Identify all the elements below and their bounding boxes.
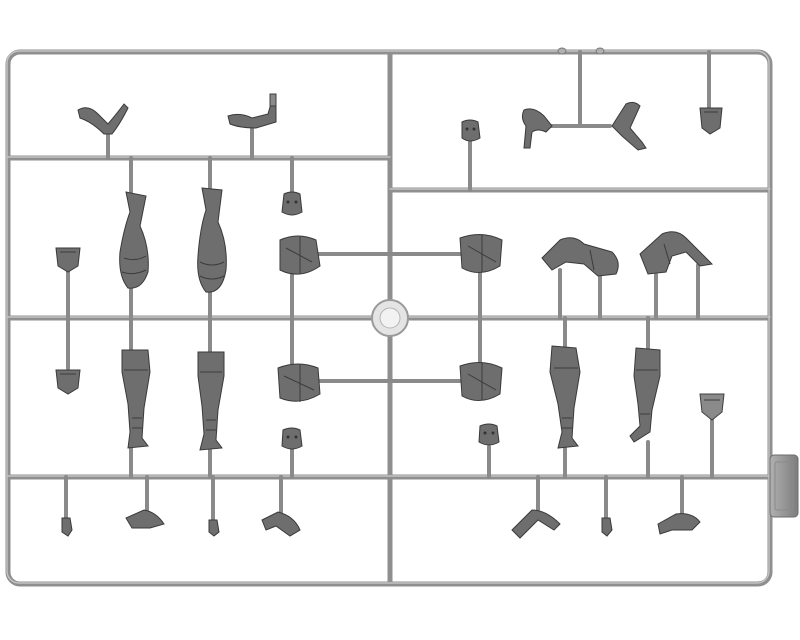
- seated-leg-part-1: [541, 237, 619, 277]
- upper-leg-part-1: [119, 191, 149, 289]
- boot-part-3: [511, 509, 561, 539]
- boot-part-4: [657, 513, 701, 535]
- runner-marks: [557, 47, 605, 55]
- seated-leg-part-2: [639, 231, 714, 275]
- collar-part-right: [699, 393, 725, 421]
- lower-leg-part-3: [549, 345, 581, 449]
- lower-leg-part-4: [629, 347, 661, 443]
- collar-part-left-top: [55, 247, 81, 273]
- sprue-id-tab: [769, 454, 799, 518]
- gates: [64, 50, 714, 522]
- lower-leg-part-2: [197, 351, 225, 451]
- hand-part-3: [601, 517, 613, 537]
- torso-part-2: [459, 234, 503, 273]
- boot-part-2: [261, 511, 301, 537]
- injection-point: [371, 299, 409, 337]
- head-part-2: [461, 119, 481, 142]
- upper-leg-part-2: [197, 187, 227, 293]
- boot-part-1: [125, 509, 165, 529]
- hand-part-1: [61, 517, 73, 537]
- arm-part-right-2: [611, 101, 647, 151]
- torso-part-4: [459, 362, 503, 401]
- lower-leg-part-1: [121, 349, 151, 449]
- hand-part-2: [208, 519, 220, 537]
- torso-part-3: [277, 363, 321, 402]
- arm-part-right-1: [521, 108, 553, 149]
- head-part-3: [281, 427, 303, 450]
- collar-part-left-bottom: [55, 369, 81, 395]
- collar-part-top-right: [699, 107, 723, 135]
- torso-part-1: [279, 235, 321, 275]
- arm-part-top-center: [227, 93, 277, 129]
- head-part-1: [281, 191, 303, 216]
- arm-part-top-left: [77, 103, 129, 135]
- head-part-4: [478, 423, 500, 446]
